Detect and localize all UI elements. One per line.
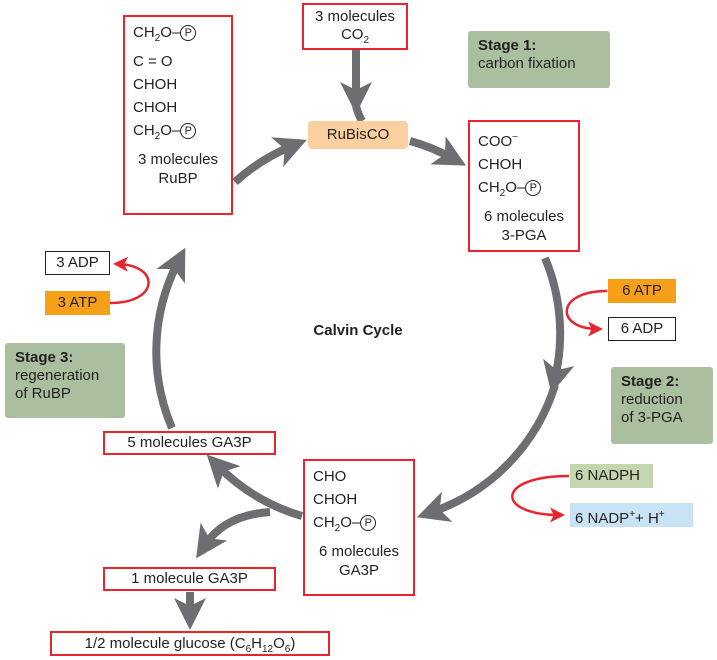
red-arrow-atp3 (109, 256, 150, 305)
arc-pga-down (541, 256, 575, 394)
rubp-count: 3 molecules (137, 151, 219, 168)
adp3-label: 3 ADP (45, 251, 110, 275)
stage3-title: Stage 3: (15, 349, 74, 366)
co2-box: 3 molecules CO2 (302, 3, 408, 50)
atp6-label: 6 ATP (608, 279, 676, 303)
stage3-box: Stage 3: regeneration of RuBP (5, 343, 125, 418)
nadp-label: 6 NADP++ H+ (570, 503, 693, 527)
co2-formula: CO2 (304, 26, 406, 50)
ga3p-count: 6 molecules (318, 543, 400, 560)
phosphate-icon: P (360, 515, 377, 531)
stage1-box: Stage 1: carbon fixation (468, 31, 610, 88)
stage2-box: Stage 2: reduction of 3-PGA (611, 367, 713, 444)
glucose-label: 1/2 molecule glucose (C6H12O6) (50, 631, 330, 656)
stage2-desc2: of 3-PGA (621, 409, 683, 426)
adp6-label: 6 ADP (608, 317, 676, 341)
rubp-row1: CH2O–P (133, 21, 231, 50)
co2-sub: 2 (363, 35, 370, 46)
stage3-desc2: of RuBP (15, 385, 71, 402)
arc-5ga3p-to-rubp (152, 247, 186, 430)
phosphate-icon: P (525, 180, 542, 196)
red-arrow-nadph (511, 474, 570, 523)
rubisco-label: RuBisCO (308, 121, 408, 149)
stage3-desc1: regeneration (15, 367, 100, 384)
atp3-label: 3 ATP (45, 291, 110, 315)
arc-to-ga3p (416, 383, 559, 522)
rubp-row4: CHOH (133, 99, 178, 116)
stage2-title: Stage 2: (621, 373, 680, 390)
rubp-box: CH2O–P C = O CHOH CHOH CH2O–P 3 molecule… (123, 15, 233, 215)
pga-row2: CHOH (478, 156, 523, 173)
nadph-label: 6 NADPH (570, 464, 653, 488)
arc-branch-1ga3p (196, 508, 271, 559)
stage2-desc1: reduction (621, 391, 683, 408)
rubp-row3: CHOH (133, 76, 178, 93)
pga-count: 6 molecules (483, 208, 565, 225)
phosphate-icon: P (180, 123, 197, 139)
stage1-desc: carbon fixation (478, 55, 576, 72)
rubp-row2: C = O (133, 53, 173, 70)
arc-rubp-to-rubisco (232, 137, 307, 185)
phosphate-icon: P (180, 25, 197, 41)
arc-rubisco-to-pga (408, 136, 467, 166)
ga3p1-label: 1 molecule GA3P (103, 567, 276, 591)
pga-box: COO− CHOH CH2O–P 6 molecules 3-PGA (468, 120, 580, 252)
ga3p-box: CHO CHOH CH2O–P 6 molecules GA3P (303, 459, 415, 596)
ga3p5-label: 5 molecules GA3P (103, 431, 276, 455)
ga3p-name: GA3P (338, 562, 380, 579)
ga3p-row2: CHOH (313, 491, 358, 508)
arc-co2-join (352, 104, 366, 123)
rubp-name: RuBP (158, 170, 198, 187)
stage1-title: Stage 1: (478, 37, 537, 54)
co2-co: CO (340, 26, 364, 43)
ga3p-row1: CHO (313, 468, 347, 485)
pga-name: 3-PGA (501, 227, 547, 244)
co2-count: 3 molecules (314, 8, 396, 25)
ga3p-row3: CH2O–P (313, 511, 413, 540)
rubp-row5: CH2O–P (133, 119, 231, 148)
pga-row1: COO− (478, 132, 519, 150)
calvin-cycle-title: Calvin Cycle (313, 322, 403, 339)
pga-row3: CH2O–P (478, 176, 578, 205)
arc-ga3p-to-5ga3p (206, 454, 304, 520)
red-arrow-atp6 (565, 289, 608, 337)
